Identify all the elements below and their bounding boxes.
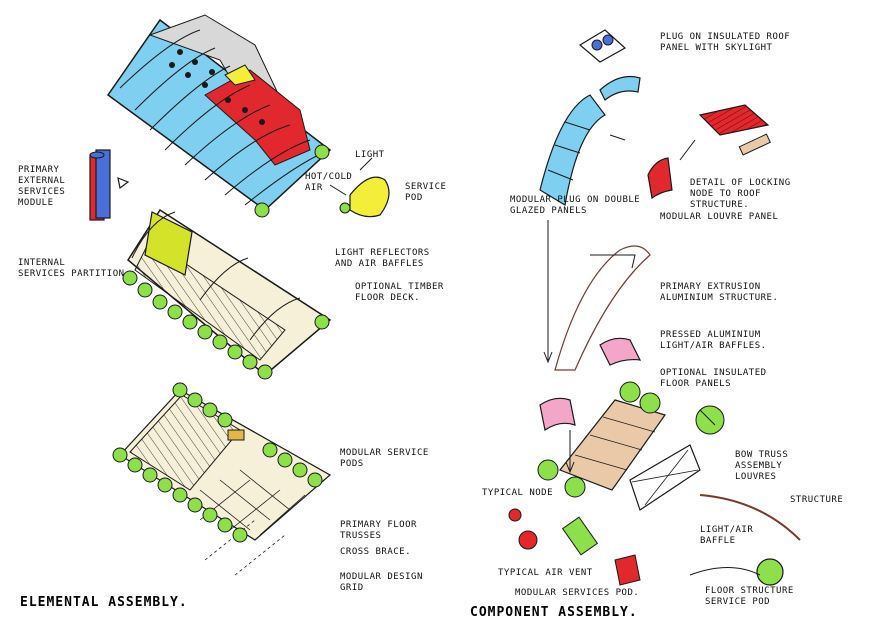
title-component-assembly: COMPONENT ASSEMBLY. [470, 605, 638, 620]
title-elemental-assembly: ELEMENTAL ASSEMBLY. [20, 595, 188, 610]
floor-deck-assembly [122, 208, 332, 380]
right-details-drawing [508, 494, 801, 586]
aluminium-structure-drawing [554, 245, 651, 371]
enclosure-roof-assembly [106, 14, 332, 218]
label-light-air-baffle: LIGHT/AIR BAFFLE [700, 525, 754, 546]
label-service-pod: SERVICE POD [405, 182, 447, 203]
label-locking-node: DETAIL OF LOCKING NODE TO ROOF STRUCTURE… [690, 178, 791, 210]
label-service-pods: MODULAR SERVICE PODS [340, 448, 429, 469]
label-air-vent: TYPICAL AIR VENT [498, 568, 593, 578]
label-structure: STRUCTURE [790, 495, 844, 505]
label-floor-deck: OPTIONAL TIMBER FLOOR DECK. [355, 282, 444, 303]
label-aluminium-structure: PRIMARY EXTRUSION ALUMINIUM STRUCTURE. [660, 282, 779, 303]
label-hot-cold-air: HOT/COLD AIR [305, 172, 353, 193]
label-light-reflectors: LIGHT REFLECTORS AND AIR BAFFLES [335, 248, 430, 269]
label-typical-node: TYPICAL NODE [482, 488, 554, 498]
primary-services-module-drawing [89, 149, 130, 221]
label-floor-trusses: PRIMARY FLOOR TRUSSES [340, 520, 417, 541]
louvre-panel-drawing [647, 104, 771, 200]
label-pressed-aluminium: PRESSED ALUMINIUM LIGHT/AIR BAFFLES. [660, 330, 767, 351]
label-primary-services: PRIMARY EXTERNAL SERVICES MODULE [18, 165, 66, 208]
label-louvre-panel: MODULAR LOUVRE PANEL [660, 212, 779, 222]
label-internal-services: INTERNAL SERVICES PARTITION [18, 258, 125, 279]
label-roof-panel: PLUG ON INSULATED ROOF PANEL WITH SKYLIG… [660, 32, 791, 53]
label-bow-truss: BOW TRUSS ASSEMBLY LOUVRES [735, 450, 789, 482]
floor-truss-assembly [112, 382, 332, 576]
glazed-panel-drawing [539, 94, 606, 206]
label-light: LIGHT [355, 150, 385, 160]
pressed-aluminium-baffle-drawing [539, 337, 642, 431]
label-glazed-panel: MODULAR PLUG ON DOUBLE GLAZED PANELS [510, 195, 641, 216]
light-reflector-detail [329, 157, 390, 218]
floor-panel-drawing [537, 381, 725, 498]
label-design-grid: MODULAR DESIGN GRID [340, 572, 423, 593]
label-insulated-floor: OPTIONAL INSULATED FLOOR PANELS [660, 368, 767, 389]
bow-truss-drawing [629, 444, 701, 511]
label-services-pod-right: MODULAR SERVICES POD. [515, 588, 640, 598]
assembly-arrows [543, 134, 696, 474]
label-floor-structure: FLOOR STRUCTURE SERVICE POD [705, 586, 794, 607]
roof-panel-skylight-drawing [578, 29, 641, 101]
label-cross-brace: CROSS BRACE. [340, 547, 412, 557]
